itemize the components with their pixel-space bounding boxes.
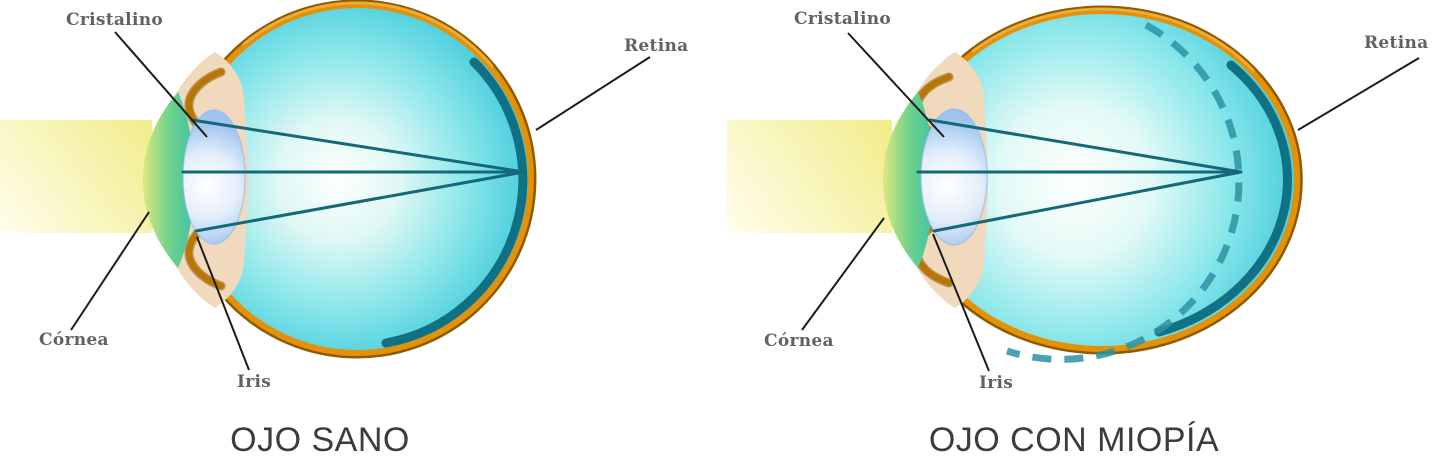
light-beam-right	[727, 120, 892, 233]
vitreous-interior	[186, 8, 528, 350]
cornea	[883, 92, 934, 268]
label-iris-myopia: Iris	[979, 373, 1014, 393]
label-iris-healthy: Iris	[237, 372, 272, 392]
leader-iris-left	[196, 236, 250, 371]
vitreous-interior	[910, 14, 1294, 346]
leader-cristalino-right	[847, 32, 945, 138]
sclera-rim	[217, 2, 534, 356]
sclera-rim	[945, 8, 1301, 352]
cornea	[143, 92, 194, 268]
leader-iris-right	[932, 233, 990, 372]
leader-lines	[70, 31, 1420, 372]
label-cornea-healthy: Córnea	[39, 330, 109, 350]
caption-healthy-eye: OJO SANO	[230, 421, 410, 458]
lens	[182, 109, 246, 245]
leader-retina-right	[1297, 57, 1420, 131]
label-retina-healthy: Retina	[624, 36, 689, 56]
normal-eye-dashed-outline	[1005, 21, 1243, 363]
leader-cristalino-left	[114, 31, 208, 138]
rim-highlight	[971, 7, 1255, 72]
light-rays-focused-on-retina	[181, 118, 526, 233]
caption-myopic-eye: OJO CON MIOPÍA	[928, 421, 1220, 458]
leader-cornea-left	[70, 211, 150, 331]
label-retina-myopia: Retina	[1364, 33, 1429, 53]
retina-lining	[1154, 60, 1292, 337]
label-cornea-myopia: Córnea	[764, 331, 834, 351]
retina-lining	[381, 57, 528, 348]
leader-cornea-right	[801, 217, 885, 331]
healthy-eye	[143, 0, 537, 359]
light-rays-focused-before-retina	[916, 118, 1243, 233]
rim-highlight	[242, 1, 494, 68]
lens	[920, 108, 988, 246]
light-beam-left	[0, 120, 152, 233]
leader-retina-left	[535, 56, 651, 131]
label-cristalino-myopia: Cristalino	[794, 9, 891, 29]
myopic-eye	[883, 5, 1303, 363]
label-cristalino-healthy: Cristalino	[66, 10, 163, 30]
